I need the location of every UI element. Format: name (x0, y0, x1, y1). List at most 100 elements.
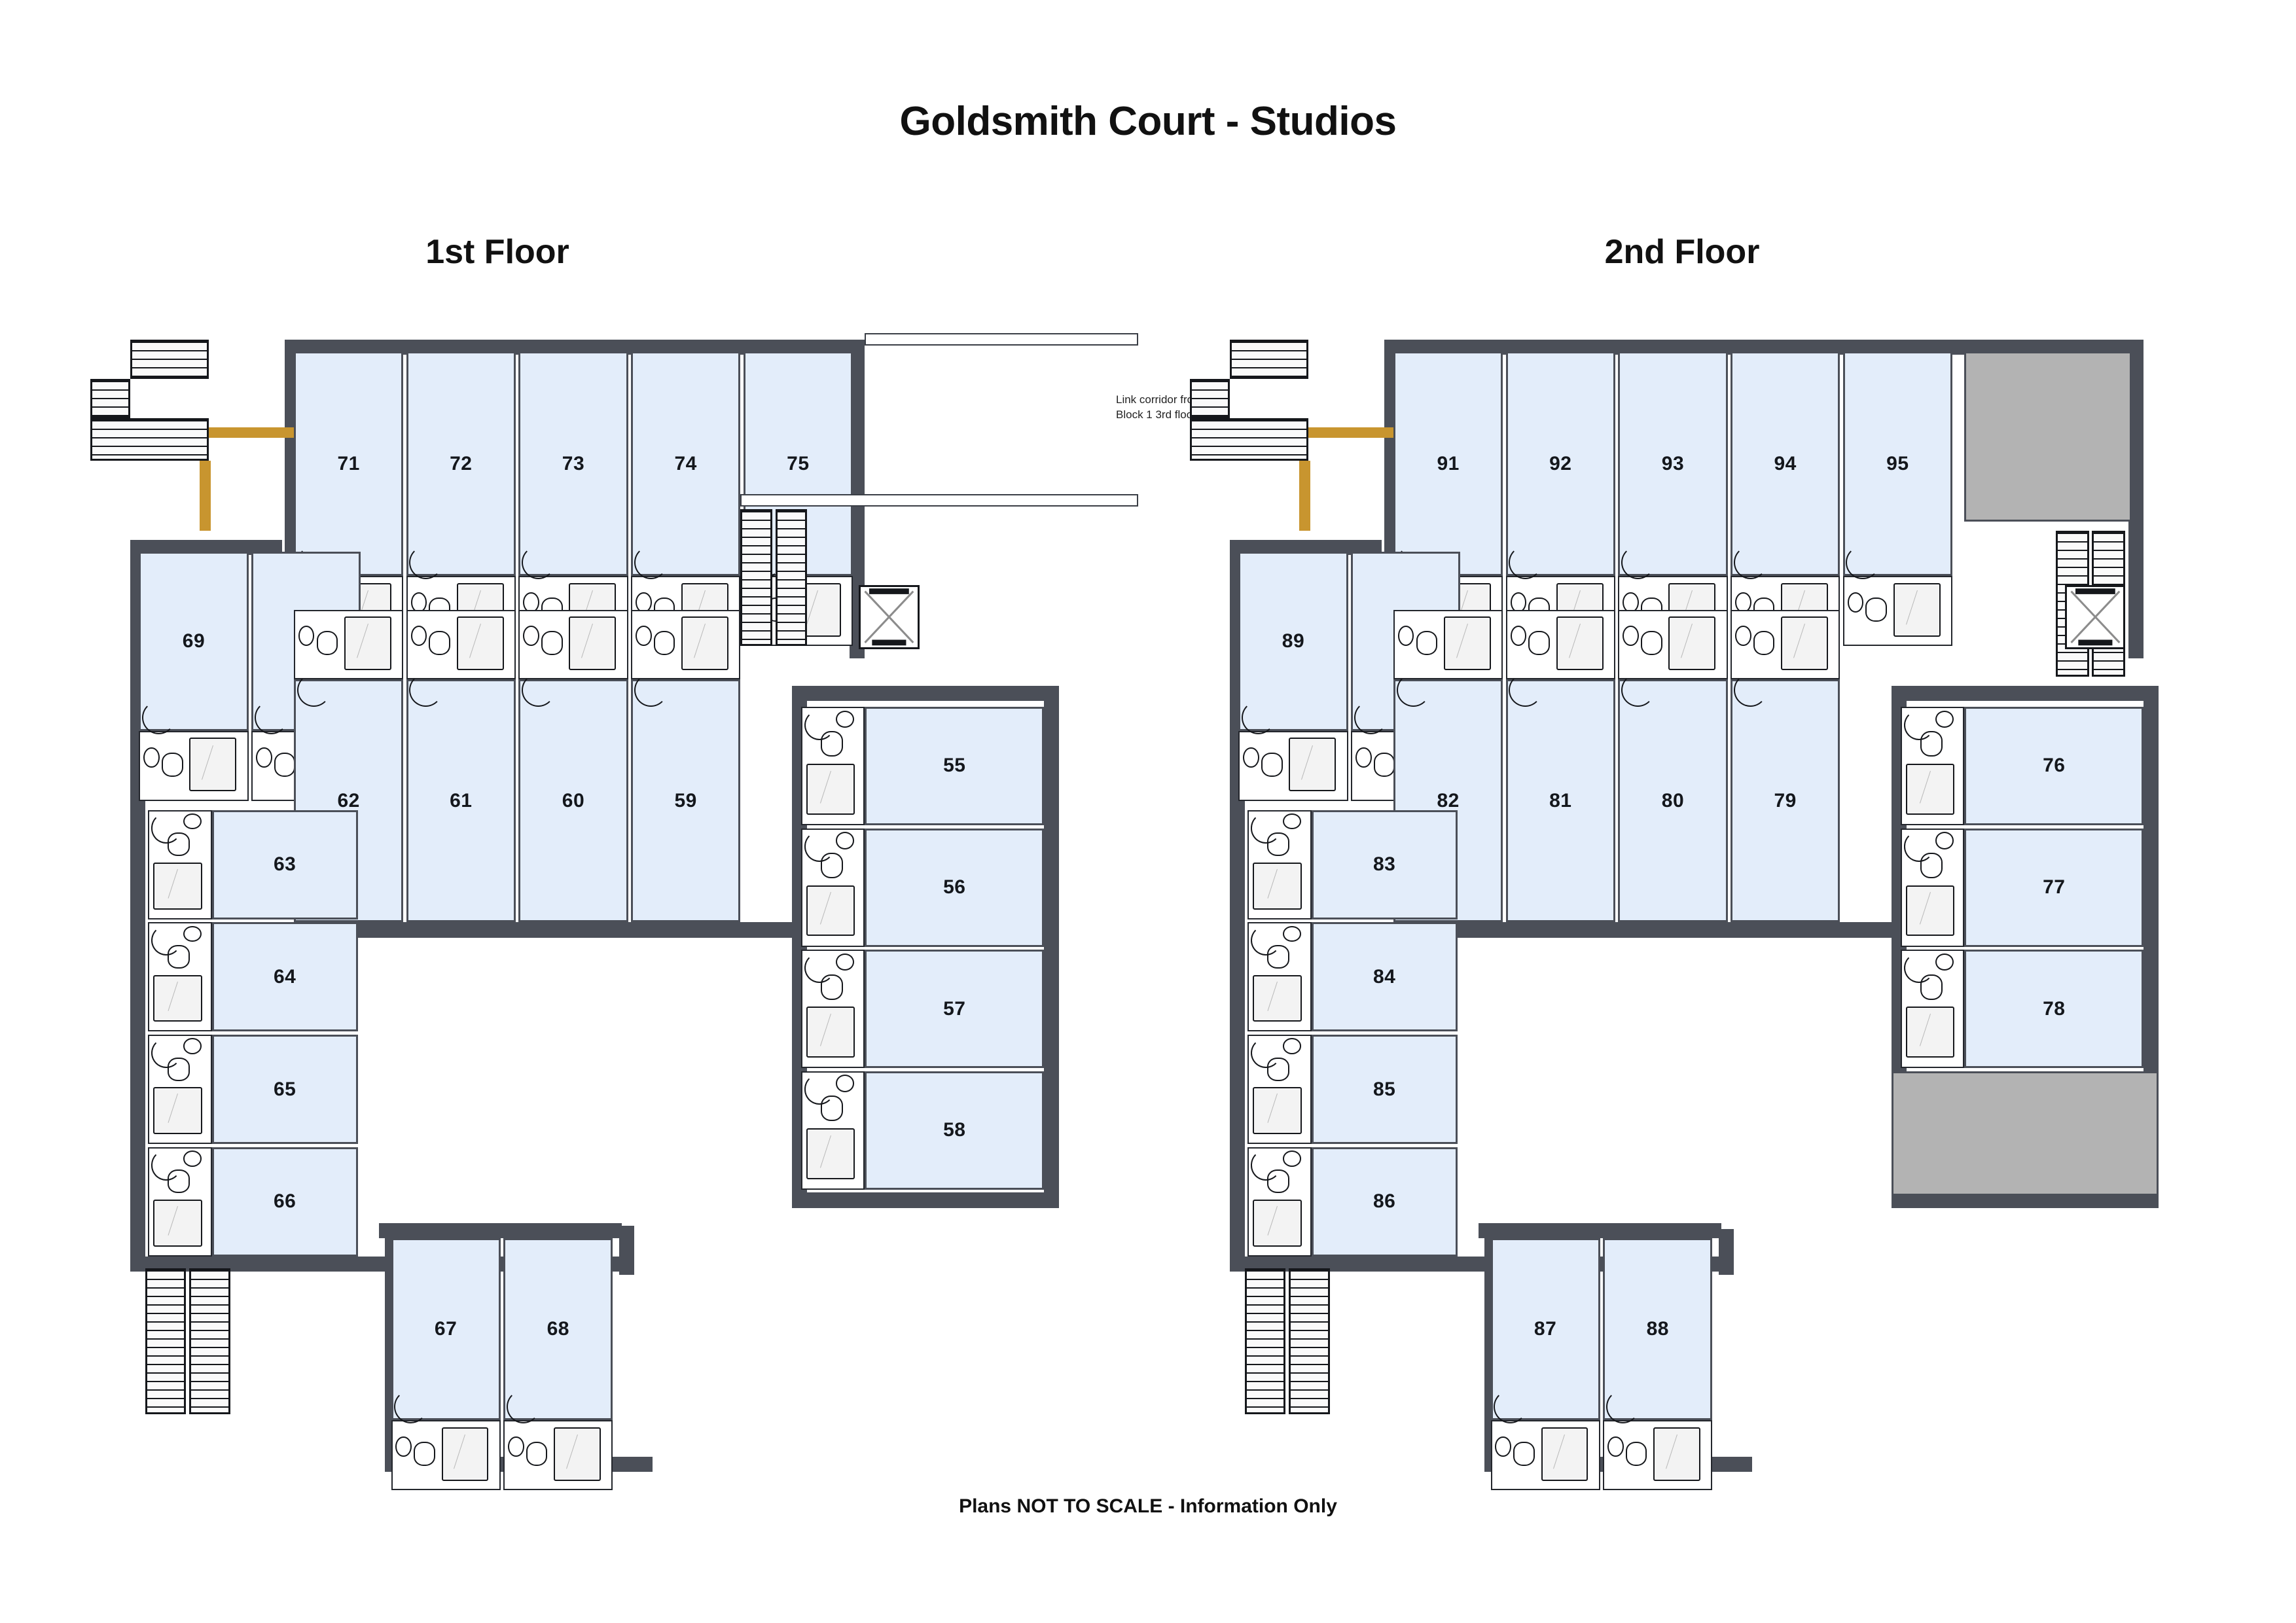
door-swing (1494, 1390, 1528, 1424)
room-74[interactable]: 74 (631, 351, 741, 577)
stair-bottom-left-flight-a (1244, 1268, 1286, 1415)
room-number-label: 60 (562, 789, 585, 812)
room-number-label: 93 (1661, 452, 1685, 474)
room-87[interactable]: 87 (1490, 1238, 1600, 1421)
room-93[interactable]: 93 (1618, 351, 1728, 577)
door-swing (1733, 546, 1767, 580)
stair-top-left-flight-upper (1229, 339, 1309, 379)
room-88[interactable]: 88 (1603, 1238, 1713, 1421)
room-95[interactable]: 95 (1842, 351, 1952, 577)
room-85[interactable]: 85 (1311, 1035, 1458, 1145)
room-91[interactable]: 91 (1393, 351, 1503, 577)
room-number-label: 88 (1646, 1318, 1669, 1340)
wall-right-wing-right (1044, 685, 1060, 1208)
shower-icon (1893, 582, 1941, 637)
bathroom-pod (1618, 609, 1728, 680)
room-59[interactable]: 59 (631, 679, 741, 923)
sink-icon (183, 1038, 202, 1054)
room-number-label: 77 (2043, 876, 2066, 899)
shower-icon (152, 1200, 202, 1247)
bathroom-pod (148, 810, 212, 919)
bathroom-pod (1247, 1035, 1312, 1145)
sink-icon (1282, 1150, 1301, 1167)
room-76[interactable]: 76 (1964, 707, 2144, 825)
room-58[interactable]: 58 (865, 1071, 1045, 1190)
bathroom-pod (294, 609, 404, 680)
bathroom-pod (406, 609, 516, 680)
toilet-icon (653, 631, 675, 656)
room-64[interactable]: 64 (211, 922, 358, 1032)
link-corridor-lower (740, 494, 1139, 507)
room-92[interactable]: 92 (1505, 351, 1615, 577)
door-swing (1903, 831, 1935, 862)
lift-right[interactable] (859, 585, 920, 649)
room-73[interactable]: 73 (518, 351, 628, 577)
sink-icon (836, 710, 855, 728)
stair-bottom-left-flight-b (1289, 1268, 1330, 1415)
room-72[interactable]: 72 (406, 351, 516, 577)
shower-icon (152, 1087, 202, 1135)
room-79[interactable]: 79 (1731, 679, 1840, 923)
room-number-label: 83 (1373, 853, 1396, 876)
sink-icon (1495, 1436, 1511, 1457)
room-86[interactable]: 86 (1311, 1147, 1458, 1257)
toilet-icon (1373, 752, 1395, 777)
void-bottom-right (1892, 1071, 2159, 1196)
toilet-icon (1625, 1442, 1647, 1467)
door-swing (1251, 1150, 1282, 1181)
room-number-label: 57 (943, 997, 966, 1020)
exterior-wall-top-right (1992, 339, 2144, 355)
door-swing (1396, 673, 1430, 707)
room-77[interactable]: 77 (1964, 828, 2144, 947)
sink-icon (1510, 626, 1527, 646)
sink-icon (1282, 813, 1301, 830)
door-swing (409, 673, 443, 707)
toilet-icon (1920, 974, 1943, 1000)
room-81[interactable]: 81 (1505, 679, 1615, 923)
door-swing (151, 1150, 182, 1181)
room-78[interactable]: 78 (1964, 950, 2144, 1069)
door-swing (1242, 700, 1276, 734)
room-60[interactable]: 60 (518, 679, 628, 923)
room-94[interactable]: 94 (1731, 351, 1840, 577)
room-number-label: 59 (674, 789, 697, 812)
room-56[interactable]: 56 (865, 828, 1045, 947)
shower-icon (344, 616, 391, 670)
sink-icon (1935, 832, 1954, 849)
wall-seg2 (1479, 1222, 1722, 1238)
shower-icon (1541, 1427, 1588, 1481)
room-number-label: 55 (943, 755, 966, 777)
room-55[interactable]: 55 (865, 707, 1045, 825)
room-83[interactable]: 83 (1311, 810, 1458, 919)
room-63[interactable]: 63 (211, 810, 358, 919)
shower-icon (1289, 738, 1336, 792)
room-65[interactable]: 65 (211, 1035, 358, 1145)
sink-icon (836, 832, 855, 849)
room-84[interactable]: 84 (1311, 922, 1458, 1032)
room-57[interactable]: 57 (865, 950, 1045, 1069)
sink-icon (256, 747, 272, 768)
floor-1-title: 1st Floor (425, 233, 569, 271)
bathroom-pod (391, 1420, 501, 1491)
bathroom-pod (1901, 828, 1965, 947)
room-66[interactable]: 66 (211, 1147, 358, 1257)
lift-right[interactable] (2064, 585, 2126, 649)
room-61[interactable]: 61 (406, 679, 516, 923)
room-68[interactable]: 68 (503, 1238, 613, 1421)
shower-icon (152, 863, 202, 910)
room-number-label: 78 (2043, 997, 2066, 1020)
wall-right-wing-bottom (792, 1192, 1054, 1208)
wall-right-wing-top (1892, 685, 2159, 701)
room-67[interactable]: 67 (391, 1238, 501, 1421)
shower-icon (1556, 616, 1604, 670)
room-number-label: 87 (1534, 1318, 1557, 1340)
exterior-wall-left-top (130, 539, 282, 555)
bathroom-pod (801, 707, 865, 825)
room-71[interactable]: 71 (294, 351, 404, 577)
room-number-label: 94 (1774, 452, 1797, 474)
toilet-icon (1753, 631, 1775, 656)
room-80[interactable]: 80 (1618, 679, 1728, 923)
stair-mid-right-flight-b (775, 509, 808, 647)
stair-top-left-flight-lower (1190, 418, 1309, 461)
door-swing (1621, 673, 1655, 707)
